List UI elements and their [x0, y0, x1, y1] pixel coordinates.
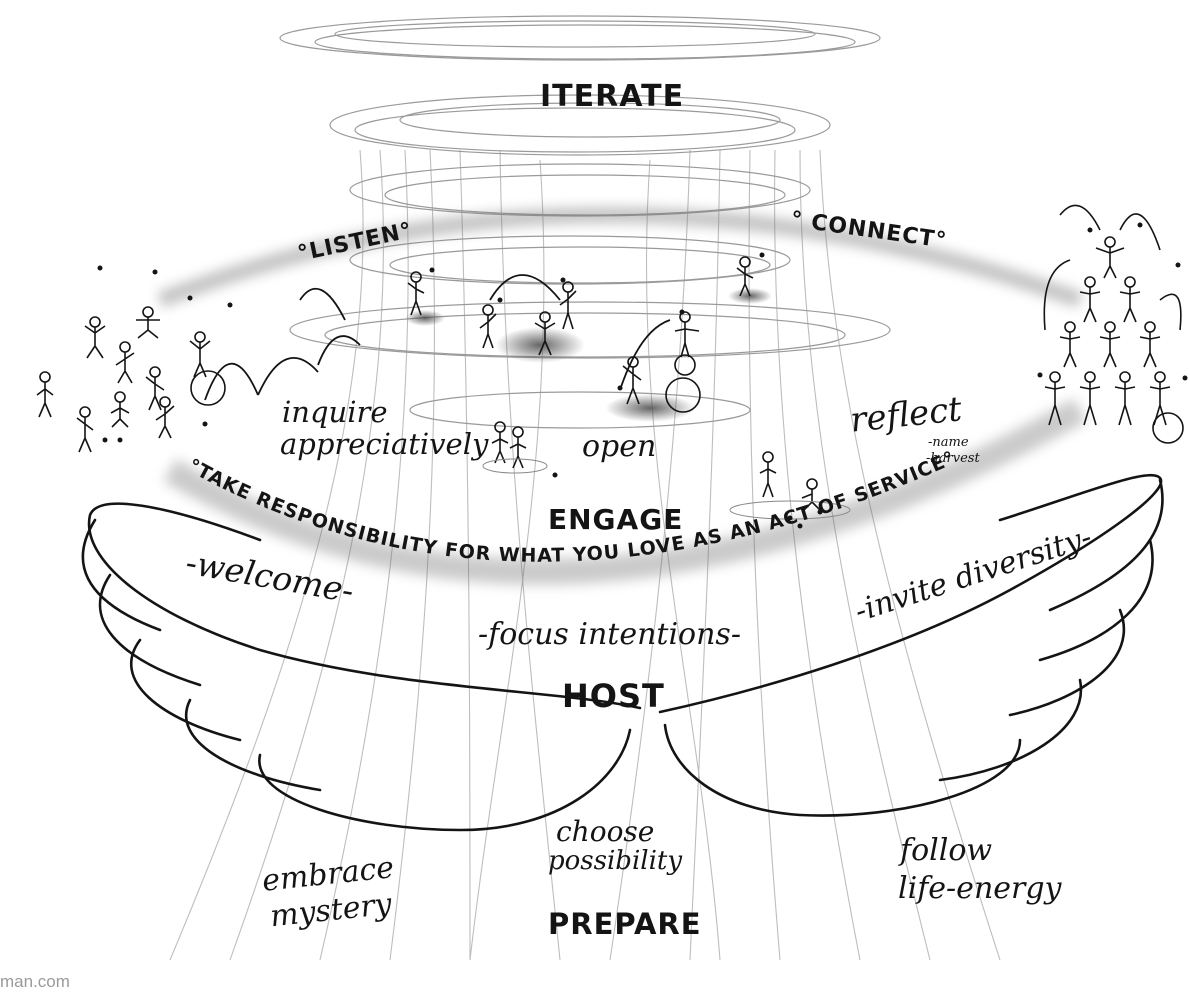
choose-label-line2: possibility: [548, 846, 683, 876]
bounce-arcs: [204, 274, 671, 401]
left-wing: [81, 502, 642, 832]
lower-band-shadow: [163, 398, 1087, 585]
reflect-name-label: -name: [928, 435, 969, 450]
inquire-label-line1: inquire: [282, 395, 388, 429]
engage-label: ENGAGE: [548, 503, 684, 536]
human-pyramid-right: [1043, 204, 1184, 444]
juggling-balls: [97, 222, 1188, 529]
host-label: HOST: [562, 677, 665, 715]
iterate-label: ITERATE: [540, 79, 685, 114]
reflect-harvest-label: -harvest: [926, 451, 980, 466]
follow-label-line2: life-energy: [898, 871, 1062, 906]
right-wing: [658, 473, 1164, 817]
follow-label-line1: follow: [900, 833, 993, 868]
choose-label-line1: choose: [556, 815, 655, 848]
juggler-figures-center: [407, 256, 851, 520]
open-label: open: [582, 429, 657, 464]
upper-arc-shadow: [157, 207, 1083, 308]
focus-intentions-label: -focus intentions-: [478, 617, 741, 652]
source-footer: man.com: [0, 972, 70, 991]
juggler-crowd-left: [36, 306, 226, 453]
prepare-label: PREPARE: [548, 907, 702, 941]
inquire-label-line2: appreciatively: [280, 427, 489, 461]
